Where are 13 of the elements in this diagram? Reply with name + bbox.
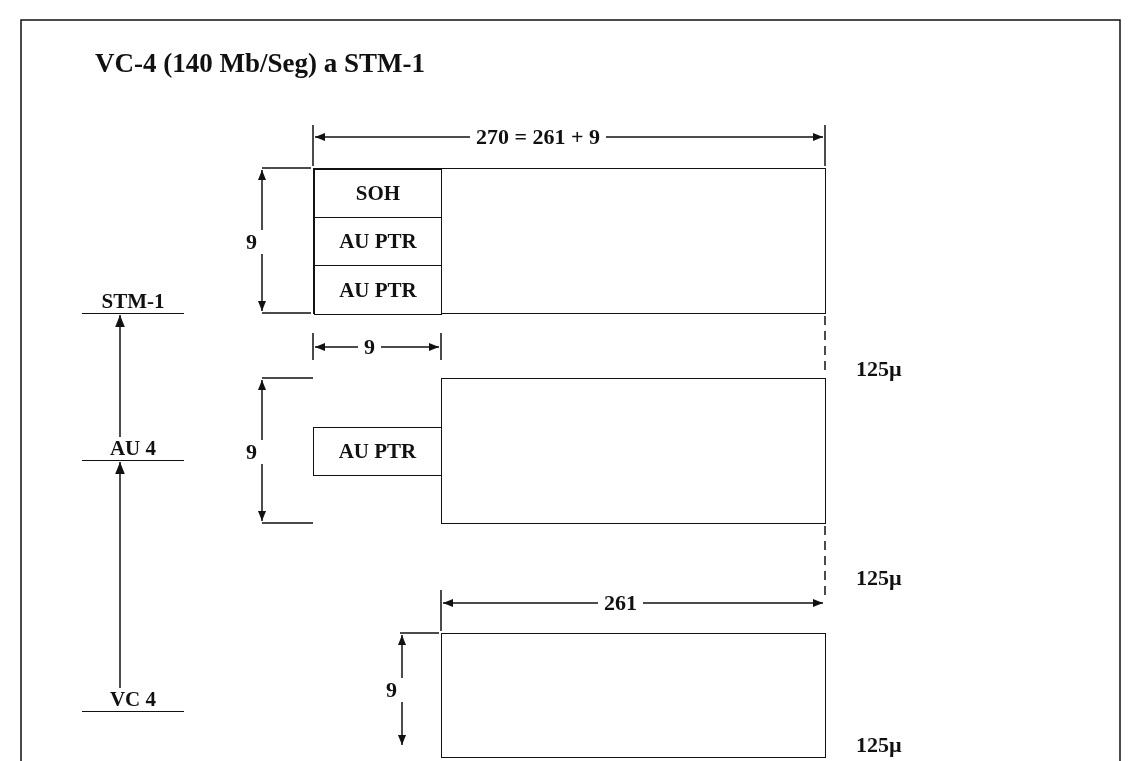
header-cell: AU PTR [313,427,442,476]
arrow [115,314,125,438]
header-cell: SOH [314,169,442,218]
frame-box [313,168,826,314]
header-cell: AU PTR [314,217,442,266]
payload-box [441,378,826,524]
level-label: VC 4 [82,688,184,712]
arrow [115,461,125,689]
level-label: STM-1 [82,290,184,314]
diagram-title: VC-4 (140 Mb/Seg) a STM-1 [95,48,425,79]
payload-box [441,633,826,758]
level-label: AU 4 [82,437,184,461]
header-cell: AU PTR [314,265,442,315]
